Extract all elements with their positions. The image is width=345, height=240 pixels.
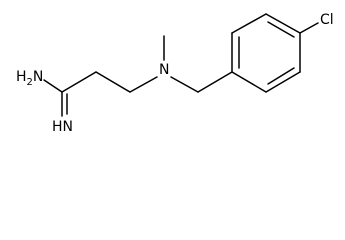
amine-label: H2N — [16, 69, 43, 88]
bond-n-ch2 — [170, 76, 199, 93]
bond-c1-c2 — [61, 71, 97, 93]
bond-c2-c3 — [95, 71, 131, 93]
bond-c1-nh2 — [43, 79, 63, 93]
structure-diagram: H2N HN N Cl — [16, 12, 334, 135]
bond-ch2-ring — [197, 71, 233, 93]
ring-double-2 — [267, 21, 295, 38]
chlorine-label: Cl — [320, 12, 334, 28]
ring-bond-3 — [265, 13, 301, 34]
ring-bond-5 — [265, 71, 301, 93]
ring-bond-2 — [231, 13, 267, 34]
imine-label: HN — [52, 119, 73, 135]
ring-double-3 — [267, 67, 295, 85]
bond-ring-cl — [299, 22, 319, 34]
nitrogen-label: N — [159, 62, 169, 78]
ring-bond-6 — [231, 71, 267, 93]
bond-c3-n — [129, 76, 158, 93]
